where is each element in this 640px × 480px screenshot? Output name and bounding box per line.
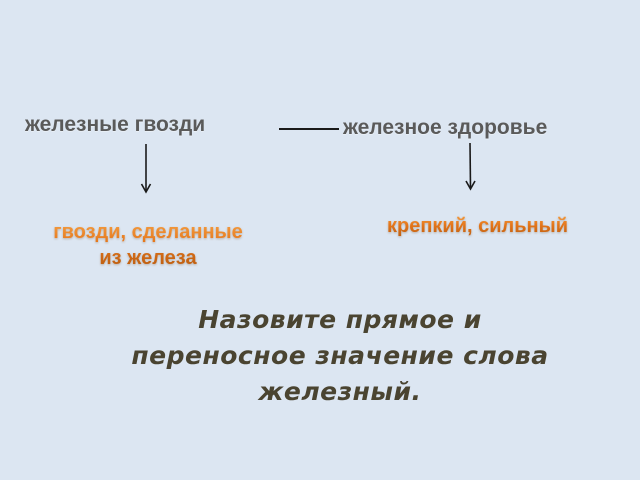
meaning-literal: гвозди, сделанные из железа <box>8 219 288 271</box>
meaning-figurative: крепкий, сильный <box>345 213 610 239</box>
arrow-down-icon <box>464 143 476 191</box>
meaning-literal-line2: из железа <box>99 247 197 269</box>
phrase-iron-health: железное здоровье <box>343 116 548 139</box>
question-line2: переносное значение слова <box>131 341 549 370</box>
question-line1: Назовите прямое и <box>198 305 482 334</box>
phrase-iron-nails: железные гвозди <box>25 113 206 136</box>
question-line3: железный. <box>258 377 422 406</box>
arrow-down-icon <box>140 144 152 194</box>
connector-line-icon <box>279 128 339 130</box>
question-text: Назовите прямое и переносное значение сл… <box>60 302 620 410</box>
meaning-literal-line1: гвозди, сделанные <box>53 221 243 243</box>
